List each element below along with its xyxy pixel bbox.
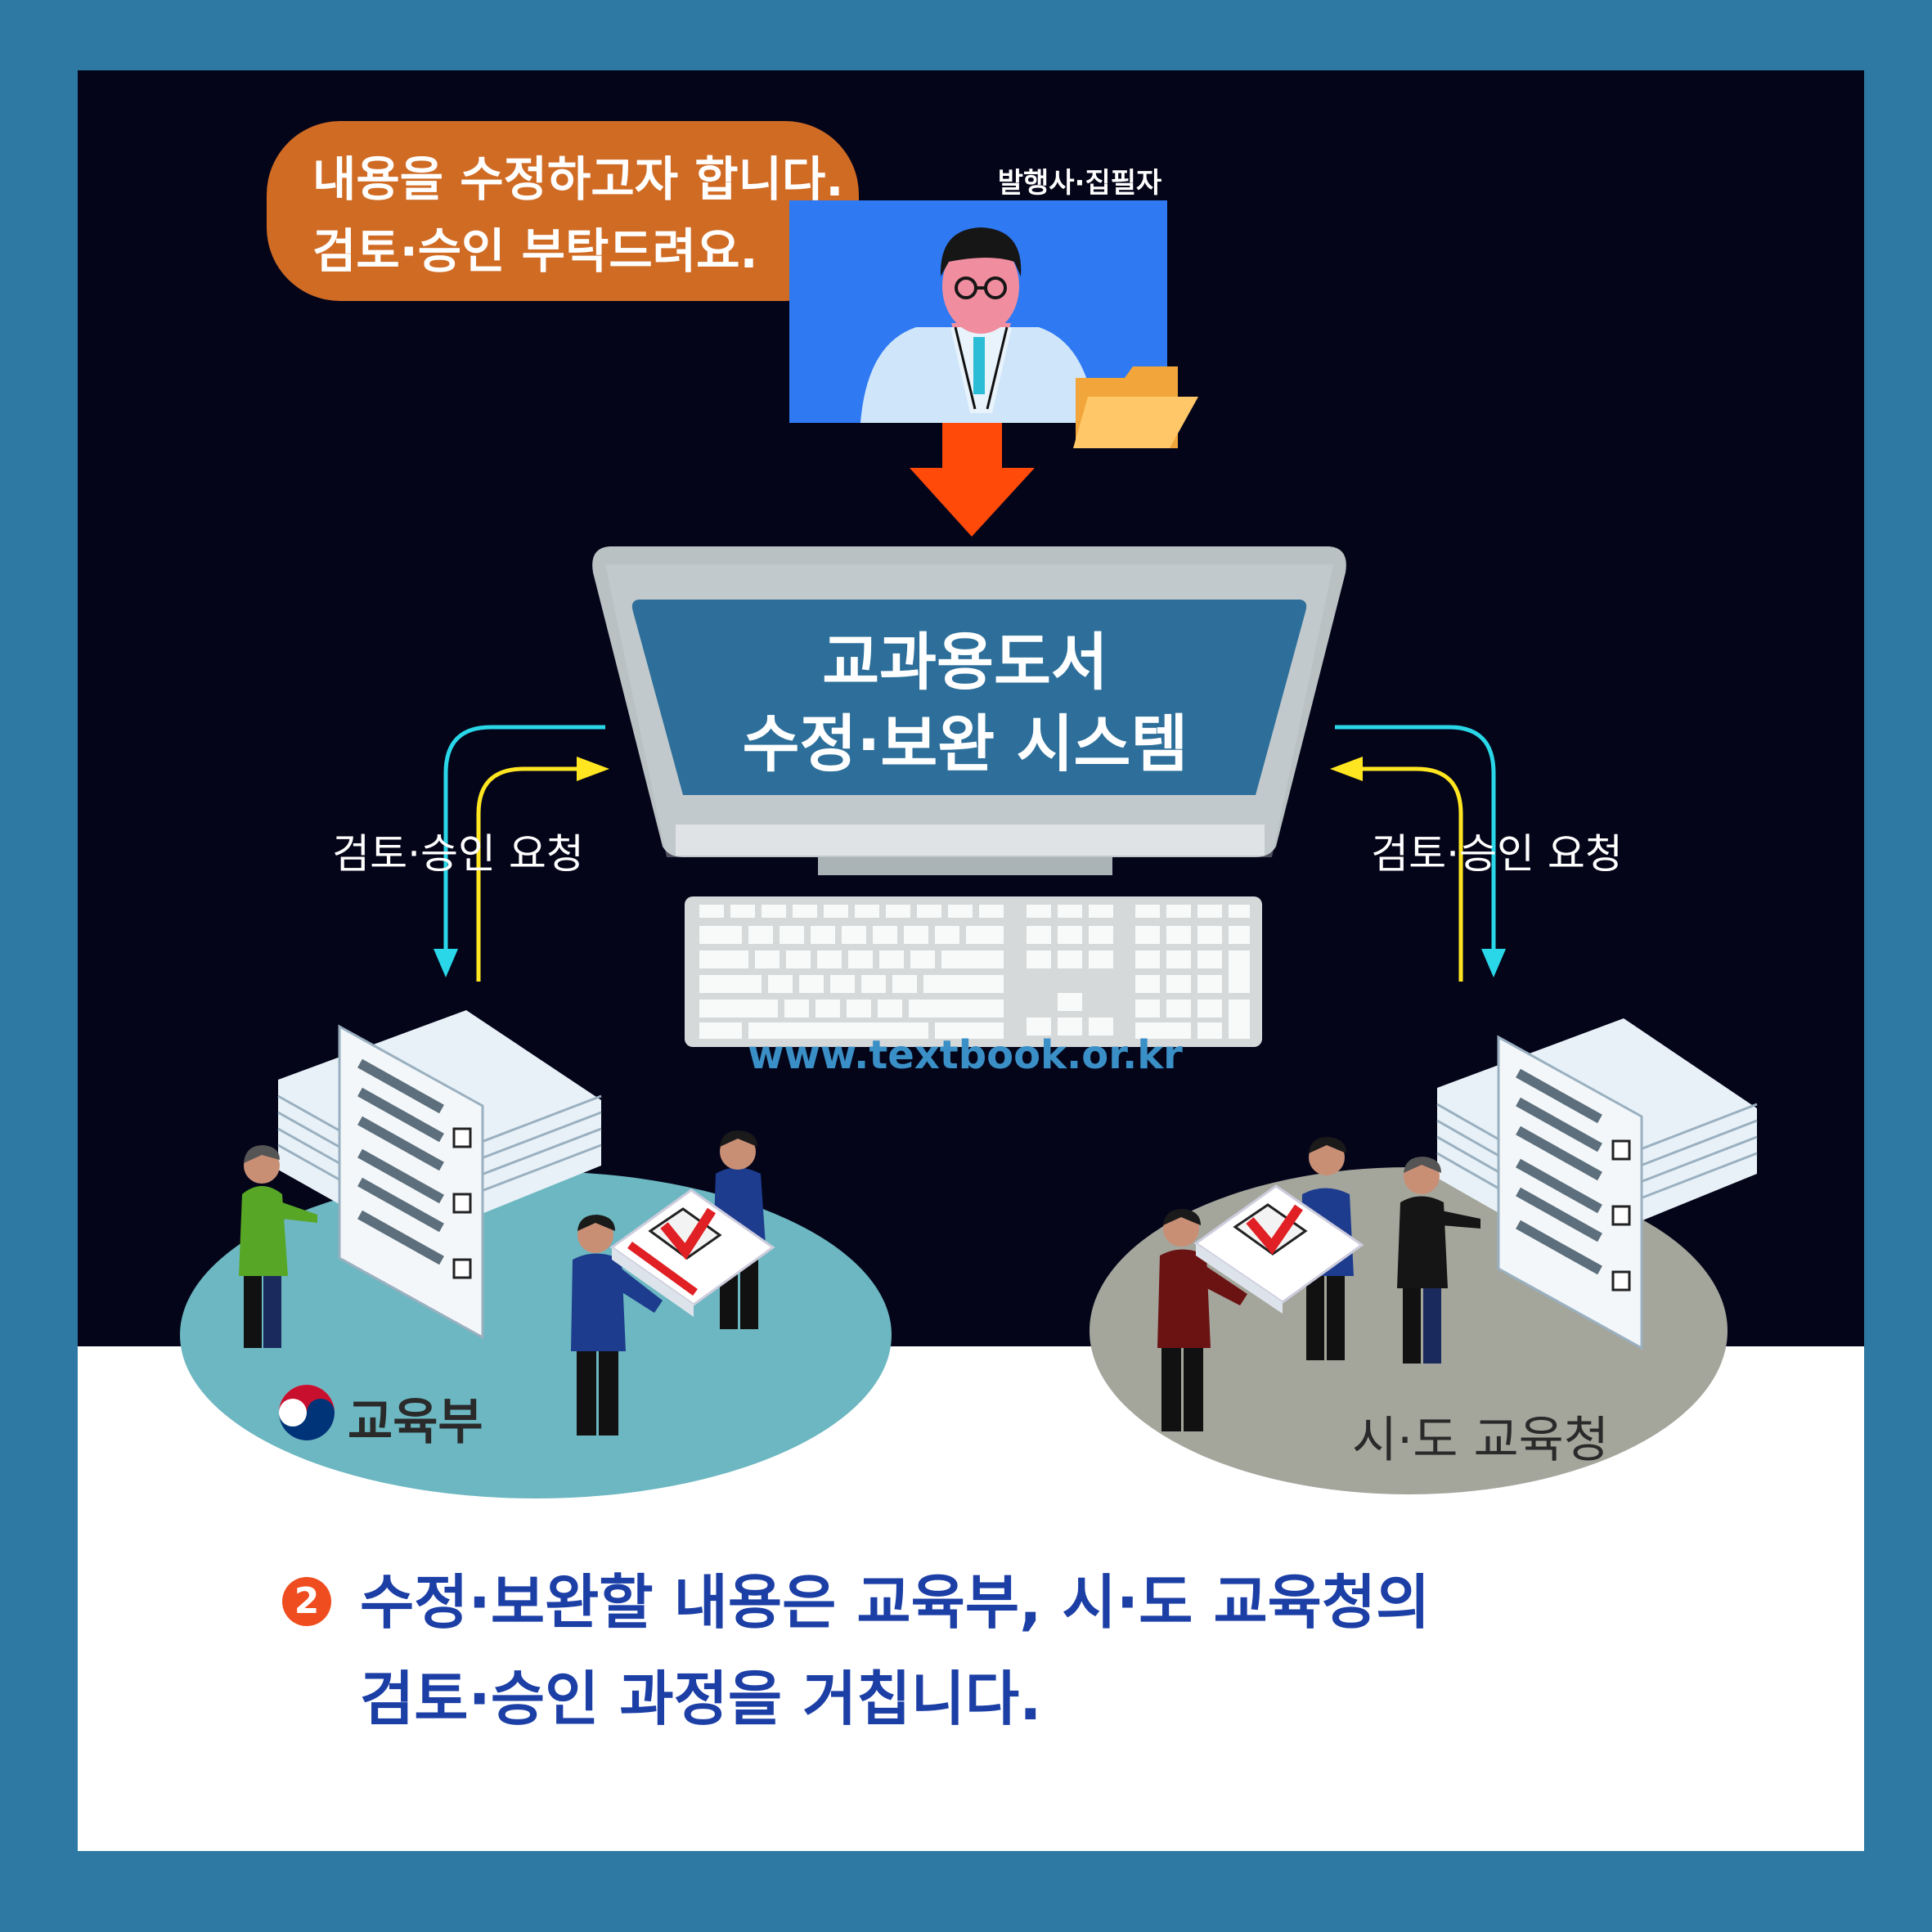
moe-platform [180, 1171, 892, 1498]
role-label: 발행사·집필자 [997, 167, 1162, 200]
office-person-black [1397, 1157, 1480, 1364]
folder-icon [1073, 366, 1198, 448]
government-logo-icon [279, 1385, 335, 1440]
speech-bubble-text: 내용을 수정하고자 합니다. 검토·승인 부탁드려요. [312, 143, 852, 287]
step-number-badge: 2 [282, 1577, 331, 1626]
speech-line-1: 내용을 수정하고자 합니다. [312, 151, 844, 207]
down-arrow [910, 423, 1035, 537]
publisher-video-window [789, 200, 1167, 423]
system-title-line-2: 수정·보완 시스템 [742, 708, 1188, 780]
moe-label: 교육부 [348, 1394, 483, 1451]
office-document-stack [1436, 1018, 1758, 1350]
moe-person-blue-left [571, 1215, 663, 1436]
system-url: www.textbook.or.kr [748, 1032, 1183, 1078]
office-checklist-board [1193, 1184, 1364, 1314]
caption-line-2: 검토·승인 과정을 거칩니다. [360, 1665, 1042, 1733]
moe-checklist-board [609, 1188, 775, 1317]
system-title-line-1: 교과용도서 [822, 626, 1108, 699]
keyboard [685, 896, 1262, 1047]
left-flow-arrows [434, 725, 609, 982]
system-title: 교과용도서 수정·보완 시스템 [687, 622, 1243, 785]
monitor [592, 546, 1346, 875]
caption: 수정·보완할 내용은 교육부, 시·도 교육청의 검토·승인 과정을 거칩니다. [360, 1554, 1430, 1747]
left-request-label: 검토·승인 요청 [332, 830, 584, 878]
right-flow-arrows [1330, 725, 1506, 982]
caption-line-1: 수정·보완할 내용은 교육부, 시·도 교육청의 [360, 1568, 1431, 1637]
office-person-darkred [1157, 1209, 1247, 1431]
office-label: 시·도 교육청 [1351, 1412, 1610, 1469]
moe-document-stack [277, 1010, 602, 1340]
moe-person-green [239, 1145, 317, 1348]
speech-line-2: 검토·승인 부탁드려요. [312, 223, 758, 279]
monitor-screen [631, 600, 1307, 795]
right-request-label: 검토·승인 요청 [1371, 830, 1623, 878]
